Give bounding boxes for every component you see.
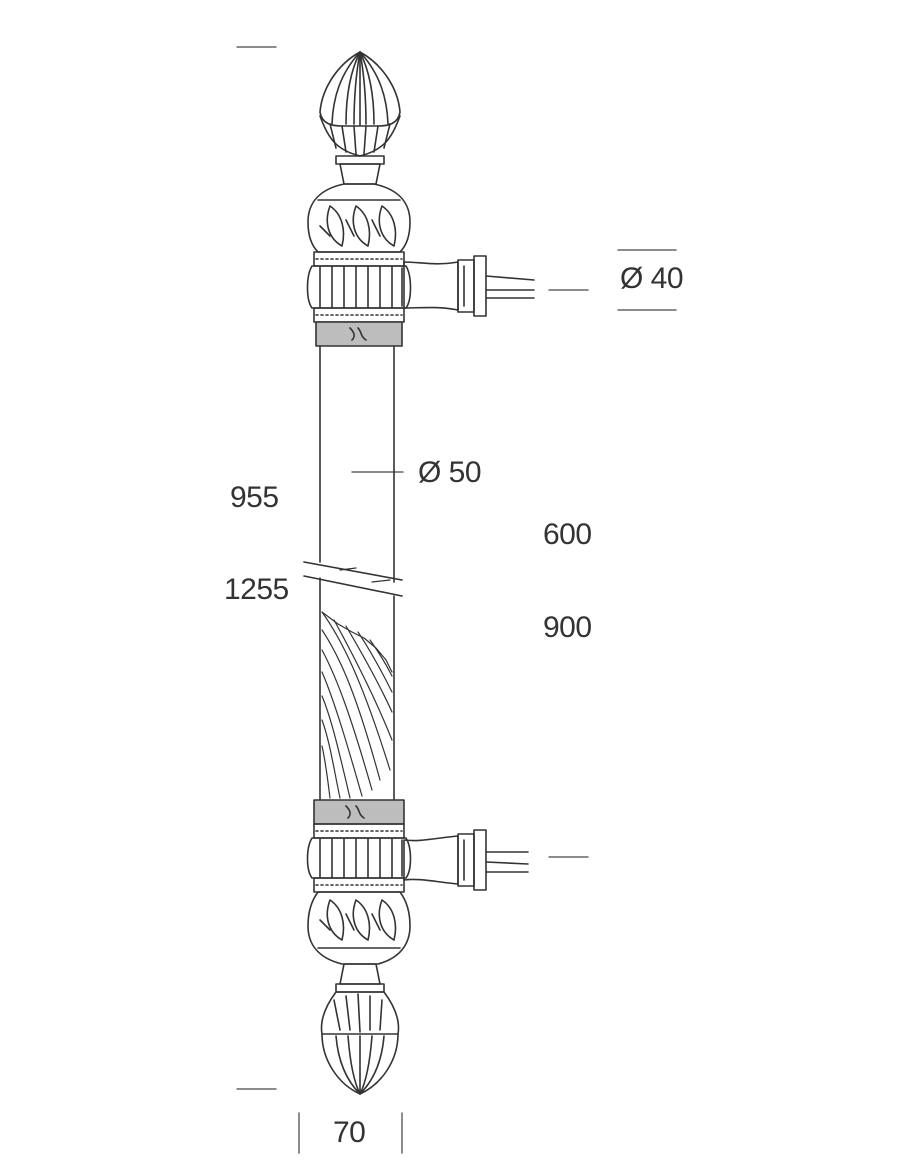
top-bands — [306, 251, 412, 347]
overall-length-short-label: 955 — [230, 481, 279, 514]
top-ornate-cap — [307, 183, 411, 253]
center-distance-short-label: 600 — [543, 518, 592, 551]
top-finial — [319, 51, 401, 185]
pin-diameter-label: Ø 40 — [620, 262, 684, 295]
bottom-ornate-cap — [307, 891, 411, 993]
bar-shaft — [303, 345, 403, 801]
bottom-bands — [306, 799, 412, 893]
center-distance-long-label: 900 — [543, 611, 592, 644]
width-label: 70 — [333, 1116, 366, 1149]
bottom-mounting-pin — [403, 829, 529, 891]
dimension-lines — [236, 46, 677, 1154]
top-mounting-pin — [403, 255, 535, 317]
overall-length-long-label: 1255 — [224, 573, 289, 606]
bottom-finial — [320, 991, 400, 1095]
bar-diameter-label: Ø 50 — [418, 456, 482, 489]
